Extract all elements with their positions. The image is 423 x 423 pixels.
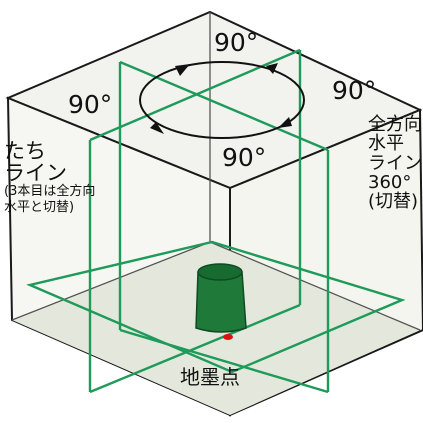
angle-label-top: 90° [214,28,259,57]
rotation-arrows [150,63,292,134]
horizontal-line-text-2: 水平 [368,133,404,155]
laser-top-line-b [89,48,301,142]
ground-point-dot [223,334,233,340]
horizontal-line-text-5: (切替) [368,191,419,212]
angle-label-left: 90° [68,90,113,119]
vertical-line-note-2: 水平と切替) [4,199,75,215]
laser-device [195,263,247,333]
arrow-head-4 [150,122,164,134]
ground-point-label: 地墨点 [180,365,240,389]
arrow-head-2 [266,63,278,74]
angle-label-right: 90° [332,76,377,105]
rotation-ellipse [139,61,305,139]
angle-label-front: 90° [222,143,267,172]
floor-laser-a [119,328,329,394]
floor-laser-b [89,303,301,394]
device-top [197,263,243,281]
back-right-floor-edge [209,241,421,331]
horizontal-line-text-3: ライン [368,152,422,174]
laser-lines [26,48,406,394]
horizontal-line-text-1: 全方向 [368,114,422,135]
vertical-line-text-2: ライン [4,161,67,186]
arrow-head-3 [278,117,292,128]
arrow-head-1 [175,64,190,76]
horizontal-line-label: 全方向 水平 ライン 360° (切替) [368,114,422,212]
back-left-floor-edge [11,241,211,321]
vertical-line-text-1: たち [4,139,46,163]
vertical-line-label: たち ライン (3本目は全方向 水平と切替) [4,140,95,215]
device-body [195,271,247,333]
horizontal-line-text-4: 360° [368,171,412,193]
laser-top-line-a [119,60,329,152]
vertical-line-note-1: (3本目は全方向 [4,184,96,200]
